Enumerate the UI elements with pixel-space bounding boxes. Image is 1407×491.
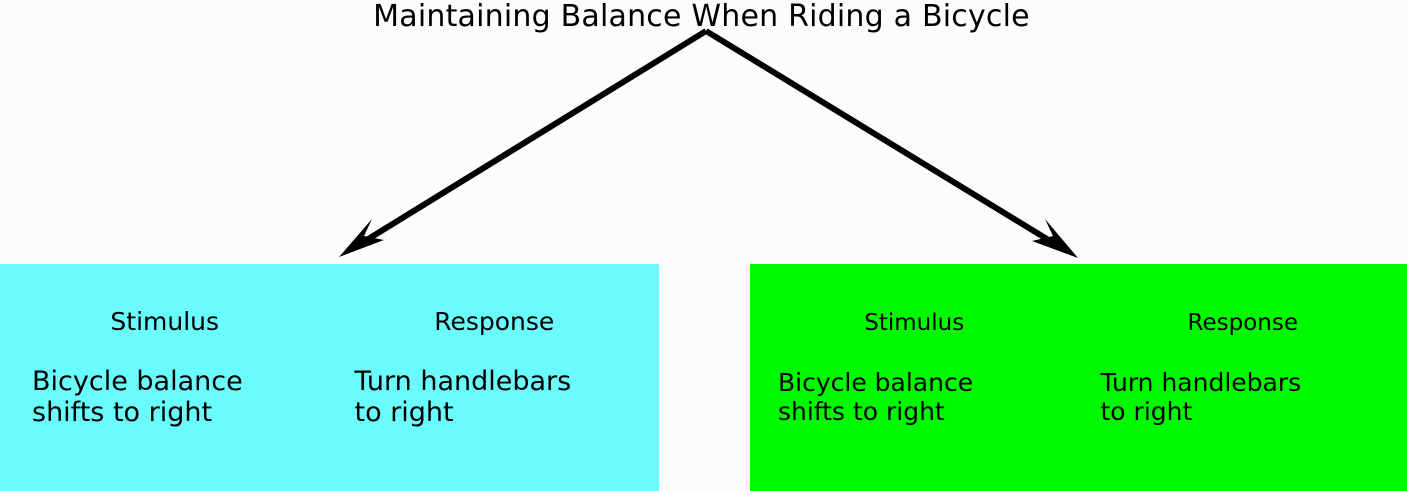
left-box-response-body: Turn handlebars to right xyxy=(355,366,572,428)
arrow-to-right-box xyxy=(704,28,1078,258)
left-box-response-header: Response xyxy=(434,307,555,336)
left-box-stimulus-header: Stimulus xyxy=(110,307,220,336)
left-box-stimulus-line-2: shifts to right xyxy=(32,397,213,428)
left-box-stimulus-body: Bicycle balance shifts to right xyxy=(32,366,243,428)
right-box-response-body: Turn handlebars to right xyxy=(1101,368,1302,426)
right-box-stimulus-body: Bicycle balance shifts to right xyxy=(778,368,973,426)
left-box-response-line-1: Turn handlebars xyxy=(354,366,572,397)
left-box: Stimulus Bicycle balance shifts to right… xyxy=(0,264,659,491)
diagram-title: Maintaining Balance When Riding a Bicycl… xyxy=(373,0,1030,34)
right-box-response-line-2: to right xyxy=(1100,397,1193,426)
right-box-stimulus-column: Stimulus Bicycle balance shifts to right xyxy=(750,264,1079,491)
left-box-response-line-2: to right xyxy=(354,397,454,428)
left-box-stimulus-column: Stimulus Bicycle balance shifts to right xyxy=(0,264,330,491)
right-box-response-line-1: Turn handlebars xyxy=(1100,368,1302,397)
right-box-response-column: Response Turn handlebars to right xyxy=(1079,264,1407,491)
left-box-response-column: Response Turn handlebars to right xyxy=(330,264,660,491)
right-box-response-header: Response xyxy=(1187,310,1298,336)
left-box-stimulus-line-1: Bicycle balance xyxy=(32,366,243,397)
right-box-stimulus-line-2: shifts to right xyxy=(778,397,945,426)
right-box-stimulus-line-1: Bicycle balance xyxy=(778,368,974,397)
right-box: Stimulus Bicycle balance shifts to right… xyxy=(750,264,1407,491)
right-box-stimulus-header: Stimulus xyxy=(864,310,965,336)
right-box-columns: Stimulus Bicycle balance shifts to right… xyxy=(750,264,1407,491)
arrow-to-left-box xyxy=(339,28,708,257)
left-box-columns: Stimulus Bicycle balance shifts to right… xyxy=(0,264,659,491)
